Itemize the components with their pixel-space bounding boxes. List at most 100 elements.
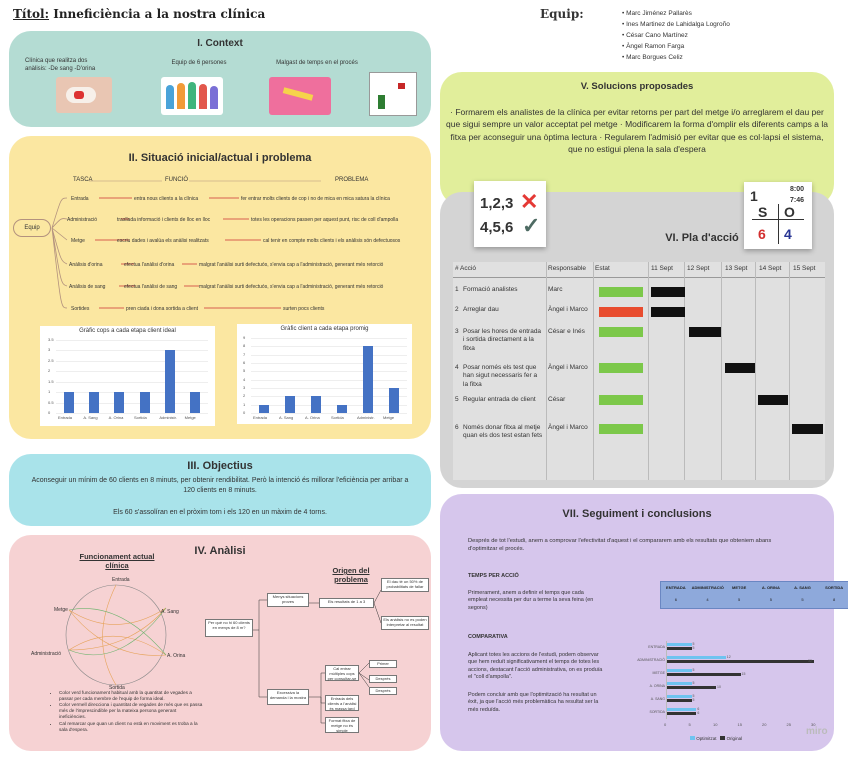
- cause-box: Els resultats de 1 a 3: [319, 598, 374, 608]
- row-action: Formació analistes: [463, 286, 518, 293]
- node: A. Orina: [167, 653, 186, 659]
- cause-box: Després: [369, 675, 397, 683]
- cause-box: Per què no hi 60 clients en menys de 8 m…: [205, 619, 253, 637]
- data-label: 32: [808, 659, 812, 663]
- y-tick-label: 9: [243, 335, 246, 340]
- legend: Optimitzat Original: [690, 736, 742, 741]
- seguiment-panel: VII. Seguiment i conclusions Després de …: [440, 494, 848, 751]
- table-cell: 5: [801, 597, 804, 602]
- table-cell: 5: [738, 597, 741, 602]
- bullet: Color verd funcionament habitual amb la …: [59, 690, 203, 702]
- table-header: A. ORINA: [761, 585, 780, 590]
- solucions-title: V. Solucions proposades: [580, 81, 694, 92]
- mindmap-lines: [51, 180, 321, 309]
- objectius-panel: III. Objectius Aconseguir un mínim de 60…: [9, 454, 431, 526]
- bar: [190, 392, 201, 413]
- sticker-number: 1: [750, 188, 758, 204]
- x-tick-label: 25: [786, 722, 791, 727]
- task: Anàlisis d'orina: [69, 262, 103, 268]
- gridline: [251, 371, 407, 373]
- table-header: METGE: [732, 585, 747, 590]
- numbers-row: 1,2,3: [480, 195, 514, 212]
- title-text: Inneficiència a la nostra clínica: [53, 7, 266, 21]
- analisi-bullets: Color verd funcionament habitual amb la …: [53, 690, 203, 733]
- gridline: [56, 413, 208, 414]
- comp-text: Aplicant totes les accions de l'estudi, …: [468, 652, 603, 681]
- check-icon: ✓: [522, 213, 541, 238]
- table-cell: 8: [833, 597, 836, 602]
- gridline: [56, 350, 208, 352]
- status-indicator: [599, 363, 643, 373]
- y-tick-label: 6: [243, 360, 246, 365]
- gridline: [251, 346, 407, 348]
- bar-optimitzat: [667, 708, 697, 711]
- gantt-bar: [725, 363, 755, 373]
- bar: [63, 392, 74, 413]
- table-header: SORTIDA: [825, 585, 844, 590]
- col-header: FUNCIÓ: [165, 177, 188, 183]
- dice-sticker: 1,2,3 ✕ 4,5,6 ✓: [474, 181, 546, 247]
- table-header: A. SANG: [794, 585, 811, 590]
- sticker-number: 4: [784, 226, 792, 242]
- x-tick-label: Administr.: [159, 415, 177, 420]
- row-num: 5: [455, 396, 459, 403]
- y-tick-label: 2: [243, 393, 246, 399]
- node: Entrada: [112, 577, 130, 583]
- gridline: [56, 340, 208, 341]
- data-label: 5: [692, 681, 695, 685]
- y-tick-label: 3: [48, 347, 51, 353]
- bar: [388, 388, 400, 413]
- bar: [114, 392, 125, 413]
- sticker-letter: S: [758, 204, 768, 220]
- problem: fer entrar molts clients de cop i no de …: [241, 196, 390, 202]
- title: Títol: Inneficiència a la nostra clínica: [13, 7, 265, 21]
- problem: surten pocs clients: [283, 306, 325, 312]
- data-label: 5: [692, 646, 695, 650]
- gridline: [56, 360, 208, 362]
- row-action: Regular entrada de client: [463, 396, 536, 403]
- x-tick-label: 15: [737, 722, 742, 727]
- y-tick-label: 5: [243, 368, 246, 374]
- x-tick-label: Metge: [383, 415, 395, 420]
- context-item: Malgast de temps en el procés: [276, 60, 358, 66]
- schedule-sticker: 1 8:00 7:46 S O 6 4: [744, 182, 812, 249]
- bar: [88, 392, 100, 413]
- cross-icon: ✕: [520, 189, 539, 214]
- team-member: • Ines Martinez de Lahidalga Logroño: [622, 21, 730, 28]
- table-cell: 5: [769, 597, 772, 602]
- x-tick-label: Entrada: [58, 415, 73, 420]
- chart-title: Gràfic client a cada etapa promig: [280, 326, 369, 332]
- row-resp: César e Inés: [548, 328, 585, 335]
- y-tick-label: 1: [243, 401, 246, 407]
- function: efectua l'anàlisi d'orina: [124, 262, 175, 268]
- numbers-row: 4,5,6: [480, 219, 514, 236]
- row-resp: Àngel i Marco: [548, 364, 588, 371]
- sticker-number: 6: [758, 226, 766, 242]
- y-tick-label: ADMINISTRACIÓ: [637, 658, 665, 662]
- task: Anàlisis de sang: [69, 284, 106, 290]
- y-tick-label: 3: [243, 385, 246, 390]
- y-tick-label: 4: [243, 376, 246, 382]
- chart-title: Gràfic cops a cada etapa client ideal: [79, 328, 176, 334]
- bar: [362, 346, 374, 413]
- bar-optimitzat: [667, 682, 692, 685]
- gantt-bar: [689, 327, 721, 337]
- cause-tree-lines: [253, 589, 382, 724]
- row-action: Arreglar dau: [463, 306, 499, 313]
- context-panel: I. Context Clínica que realitza dos anàl…: [9, 31, 431, 127]
- context-title: I. Context: [197, 38, 243, 49]
- problem: cal tenir en compte molts clients i els …: [263, 238, 401, 244]
- row-num: 1: [455, 286, 459, 293]
- problem: malgrat l'anàlisi surti defectuós, s'env…: [199, 262, 384, 268]
- cause-box: Format fitxa de metge no és simple: [325, 717, 359, 733]
- x-tick-label: 0: [664, 722, 667, 727]
- gridline: [56, 402, 208, 404]
- x-tick-label: Sortida: [134, 415, 147, 420]
- function: traslladа informació i clients de lloc e…: [117, 217, 211, 223]
- x-tick-label: 30: [811, 722, 816, 727]
